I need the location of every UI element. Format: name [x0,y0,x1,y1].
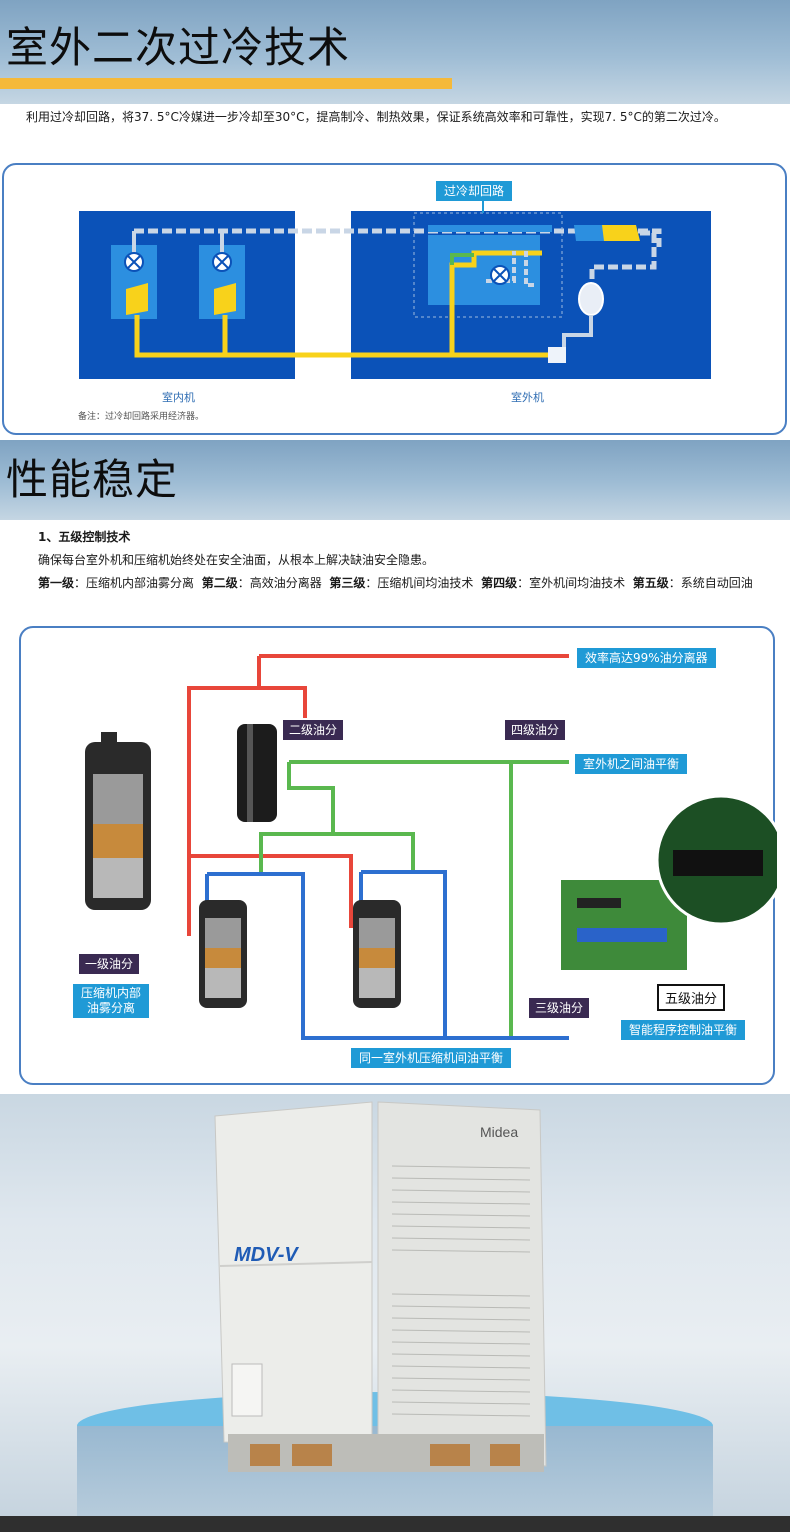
oil-balance-diagram-panel: 效率高达99%油分离器 二级油分 四级油分 室外机之间油平衡 一级油分 压缩机内… [19,626,777,1085]
subcooling-diagram-panel: 过冷却回路 室内机 室外机 备注：过冷却回路采用经济器。 [2,163,787,435]
footer-bar [0,1516,790,1532]
level4-tag: 四级油分 [505,720,566,740]
diagram-note: 备注：过冷却回路采用经济器。 [78,412,205,422]
section1-intro: 利用过冷却回路，将37. 5°C冷媒进一步冷却至30°C，提高制冷、制热效果，保… [26,110,726,124]
level-text: 压缩机间均油技术 [377,576,474,590]
economizer [428,235,540,305]
level-text: 室外机间均油技术 [529,576,626,590]
oil-separator-icon [237,724,277,822]
indoor-hex-2 [214,283,236,315]
level2-tag: 二级油分 [283,720,344,740]
nameplate [231,1363,263,1417]
product-section: Midea MDV-V [0,1094,790,1516]
section2-heading: 1、五级控制技术 [38,530,131,544]
section2-header: 性能稳定 [0,440,790,520]
section1-title: 室外二次过冷技术 [6,23,351,72]
model-logo: MDV-V [234,1244,298,1266]
subcooling-diagram [79,199,711,379]
blue-pipe [207,872,569,1040]
level-text: 系统自动回油 [680,576,753,590]
subcooling-loop-tag: 过冷却回路 [436,181,513,201]
unit-grille-panel [377,1101,547,1467]
indoor-unit-label: 室内机 [162,391,195,404]
level1-tag: 一级油分 [79,954,140,974]
smart-control-tag: 智能程序控制油平衡 [621,1020,746,1040]
outdoor-unit-label: 室外机 [511,391,544,404]
brand-logo: Midea [480,1124,519,1140]
five-level-list: 第一级：压缩机内部油雾分离 第二级：高效油分离器 第三级：压缩机间均油技术 第四… [38,576,753,590]
level-text: 压缩机内部油雾分离 [86,576,195,590]
section2-title: 性能稳定 [6,455,179,504]
accent-bar [0,78,452,89]
same-unit-balance-tag: 同一室外机压缩机间油平衡 [351,1048,512,1068]
level5-tag: 五级油分 [657,984,726,1011]
level-label: 第五级 [632,576,669,590]
separator-efficiency-tag: 效率高达99%油分离器 [577,648,716,668]
level3-tag: 三级油分 [529,998,590,1018]
level-label: 第一级 [38,576,75,590]
level1-desc-tag: 压缩机内部 油雾分离 [73,984,150,1018]
level-text: 高效油分离器 [249,576,322,590]
level-label: 第三级 [329,576,366,590]
gas-pipe [134,228,662,247]
accumulator [548,347,566,363]
oil-balance-diagram [85,654,777,1040]
outdoor-balance-tag: 室外机之间油平衡 [575,754,688,774]
liquid-pipe [134,315,564,358]
level-label: 第二级 [201,576,238,590]
compressor-icon [578,282,604,316]
level-label: 第四级 [481,576,518,590]
indoor-hex-1 [126,283,148,315]
section1-header: 室外二次过冷技术 [0,0,790,104]
section2-paragraph: 确保每台室外机和压缩机始终处在安全油面，从根本上解决缺油安全隐患。 [38,553,435,567]
subcooling-loop-boundary [413,212,563,318]
product-illustration [77,1101,713,1516]
